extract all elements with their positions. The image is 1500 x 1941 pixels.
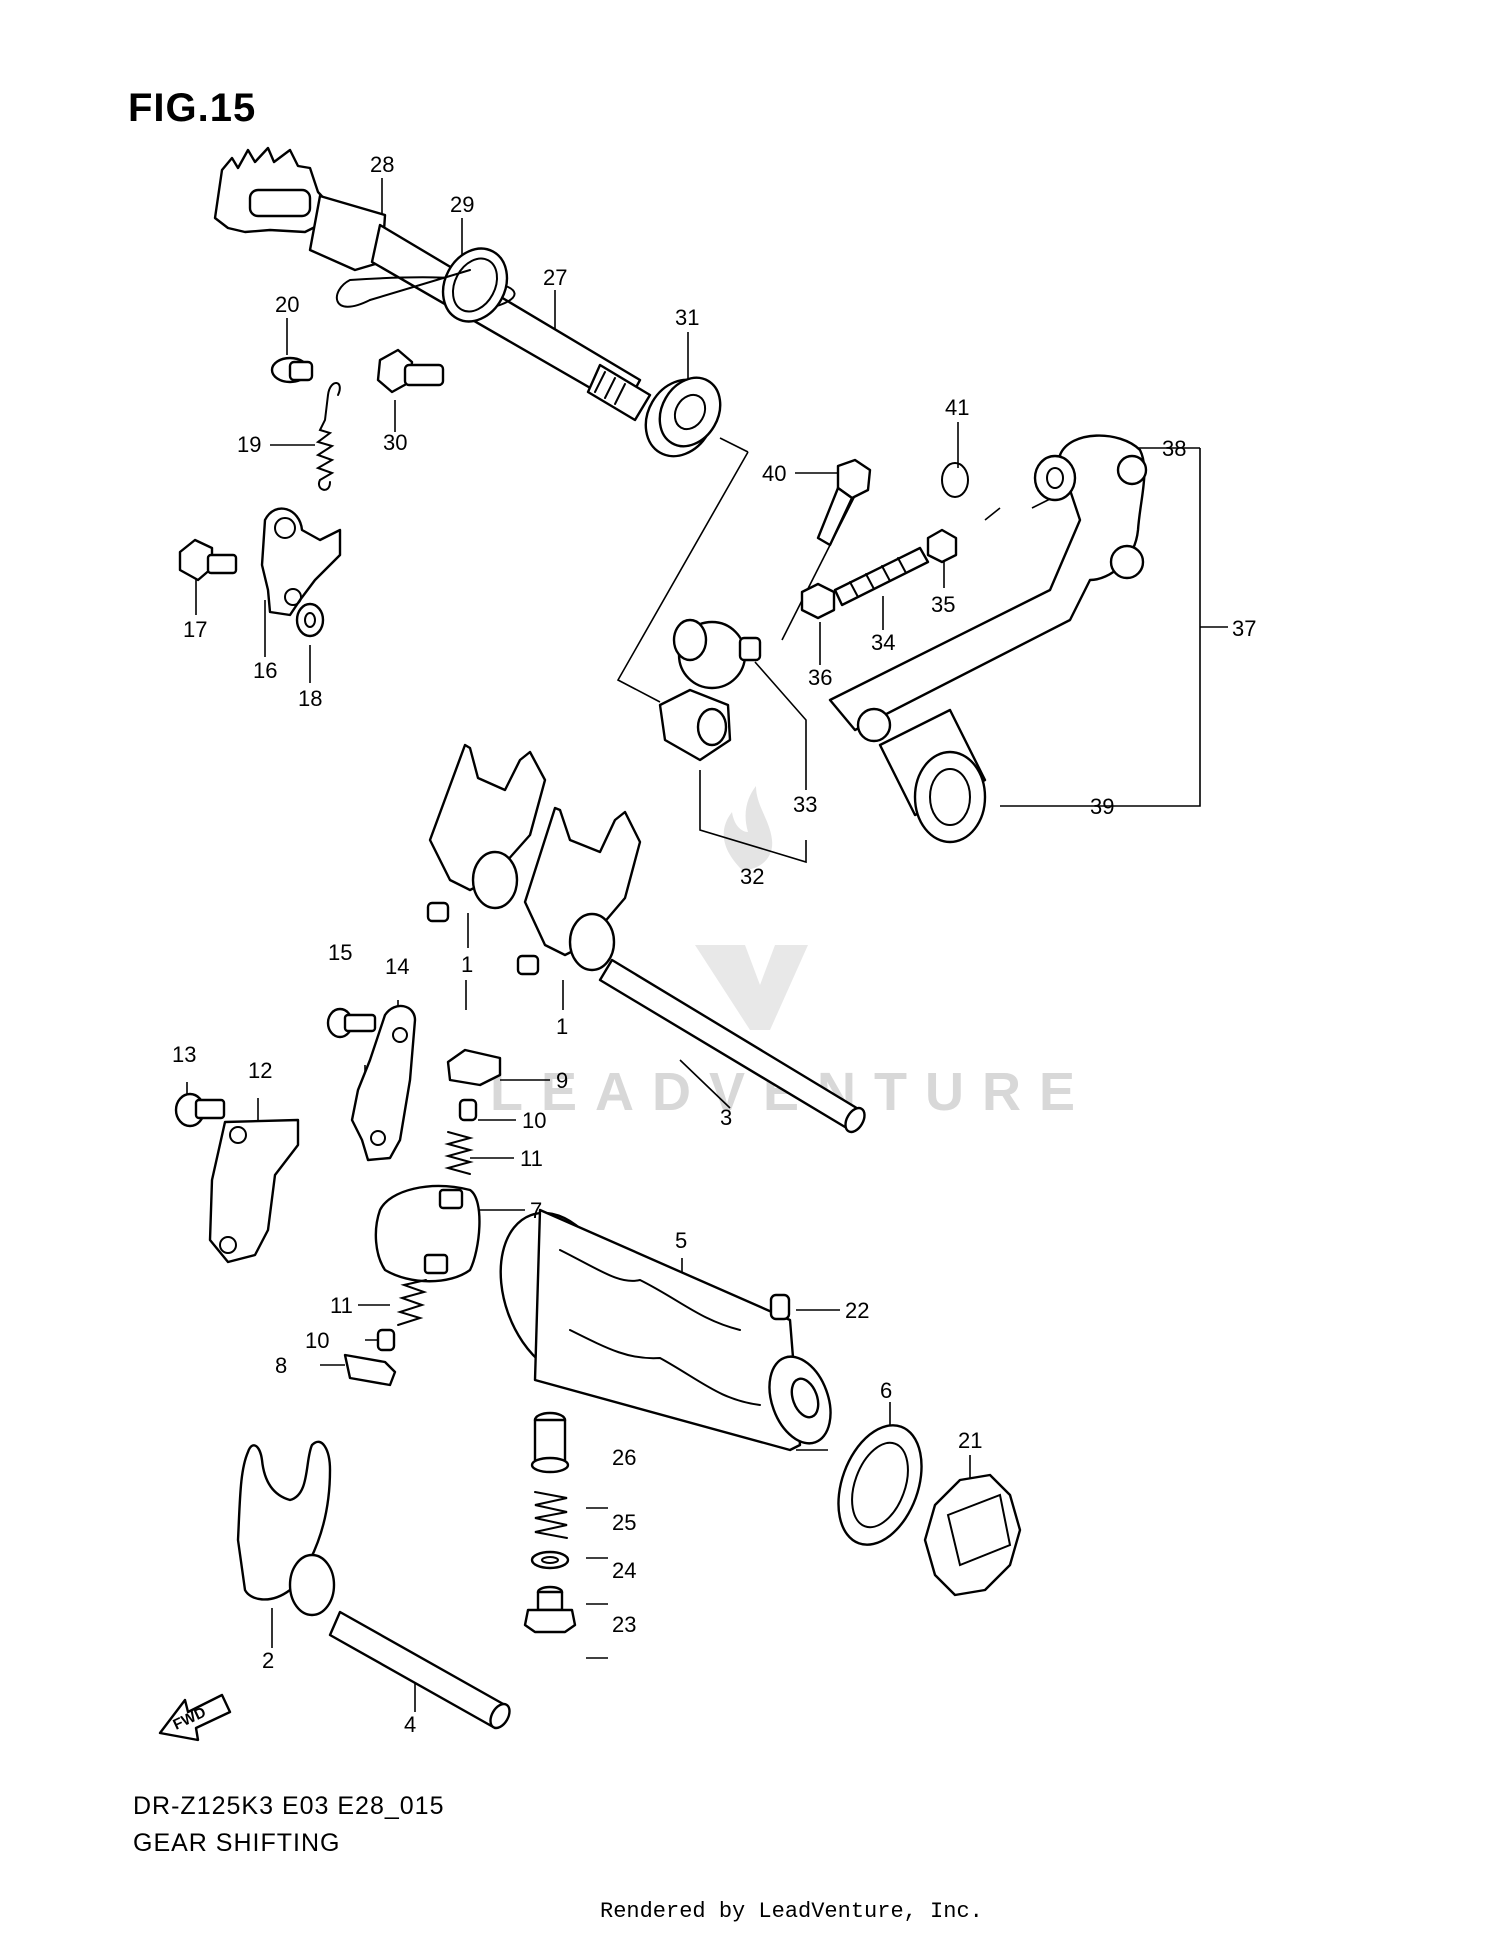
part-41-circlip [941,462,969,498]
callout-25: 25 [612,1510,636,1535]
callout-23: 23 [612,1612,636,1637]
part-18-washer [295,602,325,638]
callout-15: 15 [328,940,352,965]
watermark-flame-icon [723,786,773,870]
callout-39: 39 [1090,794,1114,819]
part-4-shift-fork-shaft [328,1610,511,1730]
part-3-shift-fork-shaft [598,958,866,1134]
part-8-gearshift-pawl [343,1353,397,1387]
callout-33: 33 [793,792,817,817]
callout-27: 27 [543,265,567,290]
part-21-cam-gear [923,1473,1022,1597]
part-11-spring-lower [396,1279,428,1326]
part-34-gearshift-link-rod [833,546,930,607]
render-credit: Rendered by LeadVenture, Inc. [600,1899,983,1924]
part-20-pin [270,356,314,384]
callout-9: 9 [556,1068,568,1093]
part-31-oil-seal [644,376,722,458]
callout-5: 5 [675,1228,687,1253]
callout-34: 34 [871,630,895,655]
part-24-gasket [530,1550,570,1570]
part-9-cam-stopper-pawl [446,1048,502,1087]
callout-14: 14 [385,954,409,979]
callout-24: 24 [612,1558,636,1583]
part-5-gearshift-cam [499,1208,832,1452]
part-6-washer [837,1424,923,1546]
callout-30: 30 [383,430,407,455]
callout-13: 13 [172,1042,196,1067]
model-code: DR-Z125K3 E03 E28_015 [133,1792,445,1820]
part-32-33-gearshift-link-joint [658,618,762,762]
part-25-spring [534,1491,568,1539]
part-17-bolt [178,538,238,582]
callout-41: 41 [945,395,969,420]
callout-19: 19 [237,432,261,457]
callout-36: 36 [808,665,832,690]
callout-26: 26 [612,1445,636,1470]
part-35-nut [926,528,958,564]
callout-11-lower: 11 [330,1293,353,1318]
callout-38: 38 [1162,436,1186,461]
callout-29: 29 [450,192,474,217]
part-1-shift-fork-upper [426,743,547,923]
callout-6: 6 [880,1378,892,1403]
callout-18: 18 [298,686,322,711]
watermark-v-logo-icon [695,945,808,1030]
section-title: GEAR SHIFTING [133,1829,341,1857]
part-13-screw [174,1092,226,1128]
callout-37: 37 [1232,616,1256,641]
callout-35: 35 [931,592,955,617]
part-29-return-spring [335,247,516,323]
callout-labels: 28 29 27 31 20 19 30 40 41 38 37 35 34 3… [172,152,1256,1737]
part-19-spring [315,382,341,491]
callout-7: 7 [530,1198,542,1223]
part-27-shift-shaft [370,223,652,422]
callout-16: 16 [253,658,277,683]
callout-1-lower: 1 [556,1014,568,1039]
part-11-spring-upper [444,1131,474,1175]
callout-4: 4 [404,1712,416,1737]
callout-10-lower: 10 [305,1328,329,1353]
part-10-pin-upper [458,1098,478,1122]
part-1-shift-fork-lower [516,806,642,976]
callout-40: 40 [762,461,786,486]
callout-8: 8 [275,1353,287,1378]
part-15-screw [326,1007,377,1039]
part-28-gear-segment [213,146,387,272]
callout-20: 20 [275,292,299,317]
callout-11-upper: 11 [520,1146,543,1171]
figure-title: FIG.15 [128,86,257,130]
part-26-plunger [530,1411,570,1474]
callout-32: 32 [740,864,764,889]
callout-3: 3 [720,1105,732,1130]
part-30-bolt [376,348,445,394]
part-22-pin [769,1293,791,1321]
part-12-cam-guide-plate [208,1118,300,1264]
part-14-cam-stopper-plate [350,1004,417,1162]
callout-22: 22 [845,1298,869,1323]
part-7-gearshift-cam-plate [374,1184,481,1283]
part-10-pin-lower [376,1328,396,1352]
part-23-plug [523,1585,577,1634]
part-39-gearshift-lever-rubber [856,707,987,844]
callout-1-upper: 1 [461,952,473,977]
part-37-gearshift-lever-assembly [828,434,1148,732]
part-36-nut [800,582,836,620]
callout-2: 2 [262,1648,274,1673]
part-40-bolt [816,458,872,547]
part-16-gearshift-arm-stopper [260,507,342,617]
callout-12: 12 [248,1058,272,1083]
fwd-direction-arrow: FWD [158,1693,232,1742]
part-2-shift-fork [236,1440,336,1617]
callout-31: 31 [675,305,699,330]
callout-28: 28 [370,152,394,177]
callout-21: 21 [958,1428,982,1453]
callout-17: 17 [183,617,207,642]
callout-10-upper: 10 [522,1108,546,1133]
